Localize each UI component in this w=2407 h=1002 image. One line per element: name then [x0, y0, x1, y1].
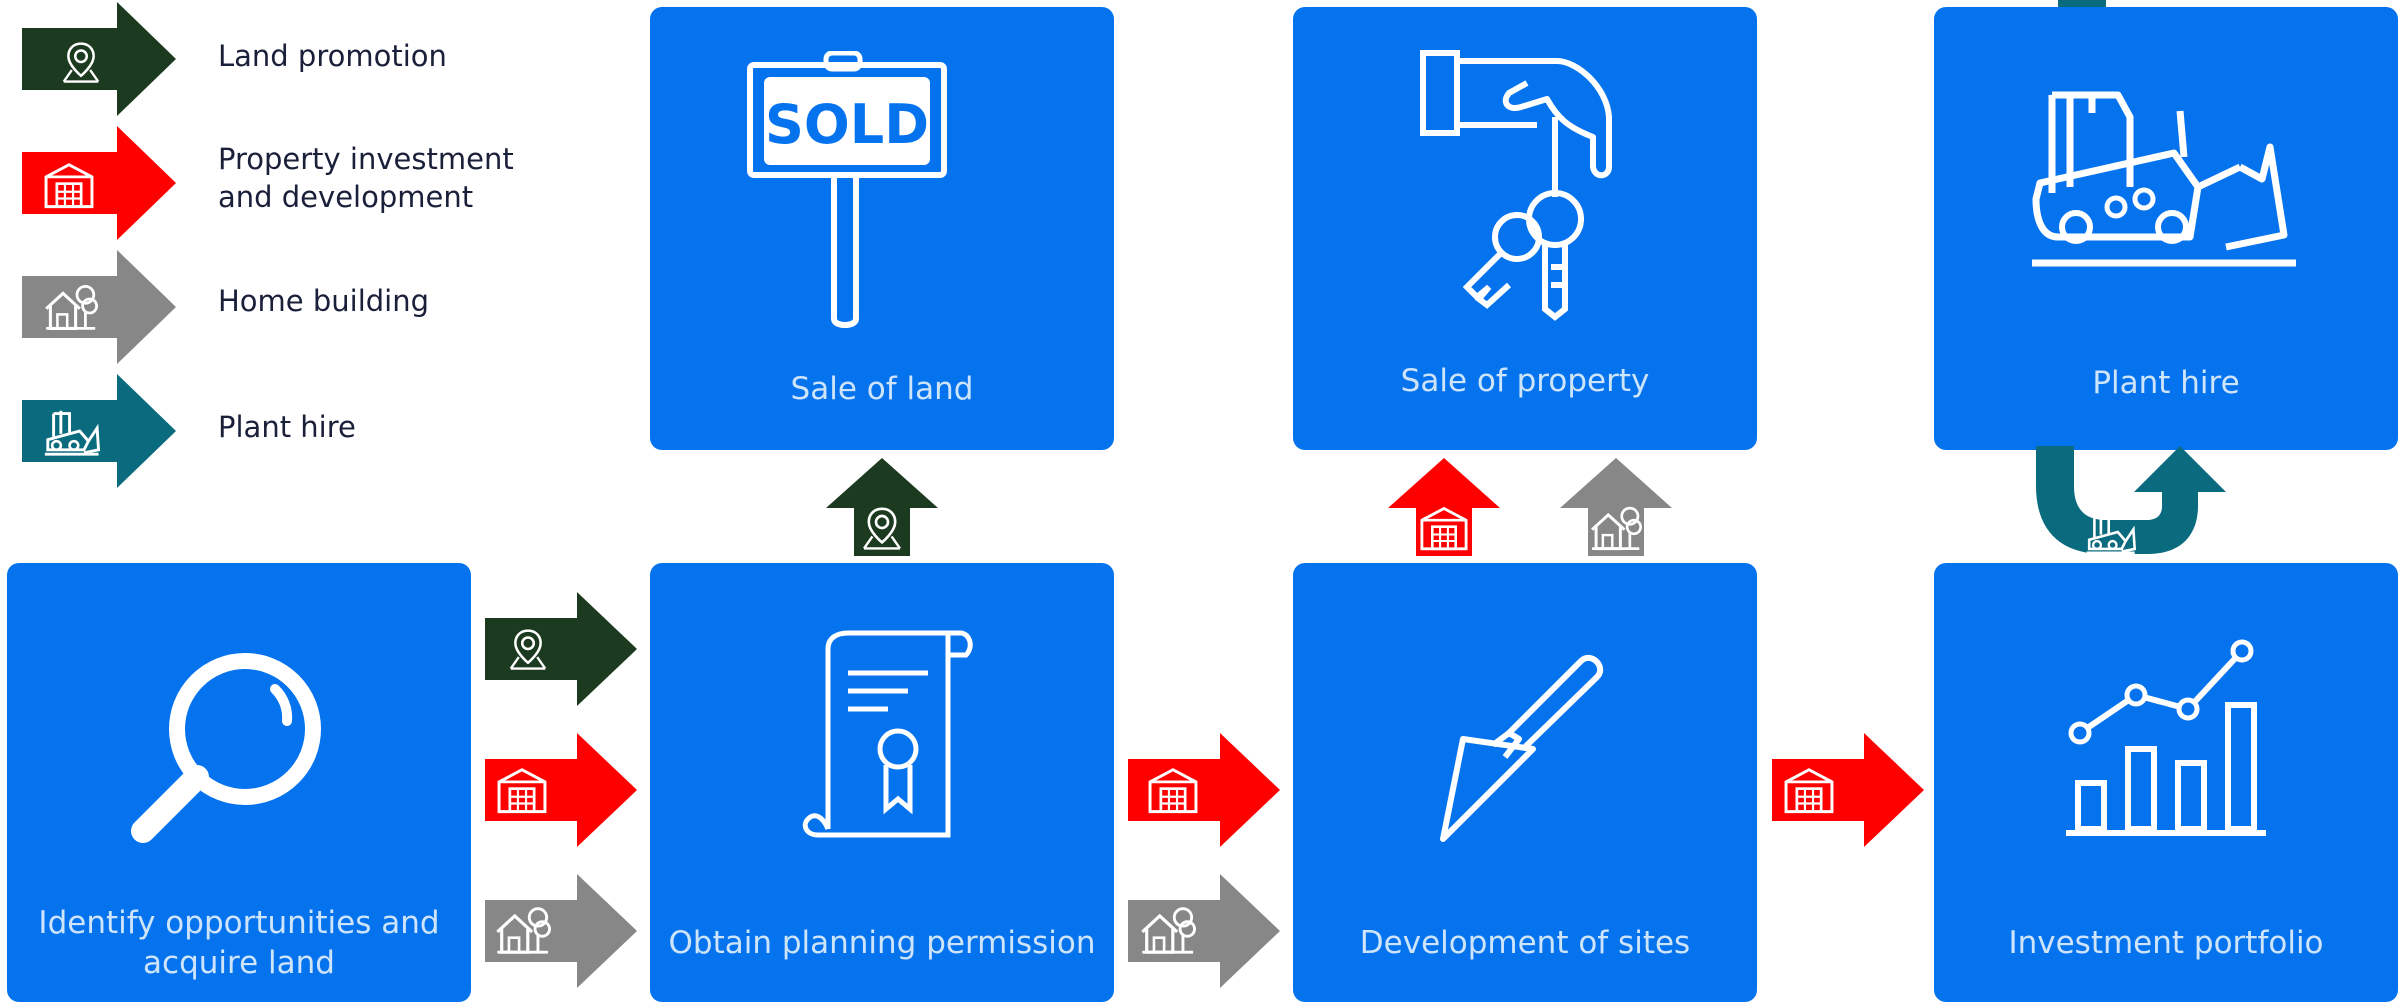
- arrow-plant-hire-loop: [2036, 446, 2226, 555]
- tile-portfolio-label: Investment portfolio: [2008, 925, 2324, 961]
- legend-arrow-home: [22, 250, 176, 364]
- magnifier-icon: [131, 653, 321, 843]
- tile-obtain-planning-permission: Obtain planning permission: [650, 563, 1114, 1002]
- tile-development-label: Development of sites: [1359, 925, 1691, 961]
- tile-sale-property-label: Sale of property: [1400, 363, 1650, 399]
- legend-label-home: Home building: [218, 284, 430, 318]
- legend-label-property-line1: Property investment: [218, 142, 514, 176]
- arrow-home-planning-to-development: [1128, 874, 1280, 988]
- arrow-land-identify-to-planning: [485, 592, 637, 706]
- legend-label-property: Property investment and development: [218, 140, 514, 216]
- tile-investment-portfolio: Investment portfolio: [1934, 563, 2398, 1002]
- arrow-home-identify-to-planning: [485, 874, 637, 988]
- tile-sale-land-label: Sale of land: [790, 371, 974, 407]
- sold-sign-text: SOLD: [765, 93, 929, 156]
- map-pin-icon: [862, 507, 902, 550]
- arrow-property-development-to-sale: [1388, 458, 1500, 556]
- arrow-land-planning-to-sale: [826, 458, 938, 556]
- legend-arrow-plant: [22, 374, 176, 488]
- tile-identify-label-line1: Identify opportunities and: [38, 905, 440, 941]
- bar-chart-icon: [2066, 639, 2266, 836]
- tile-plant-hire-label: Plant hire: [2092, 365, 2240, 401]
- tile-development-of-sites: Development of sites: [1293, 563, 1757, 1002]
- trowel-icon: [1440, 654, 1604, 842]
- arrow-property-identify-to-planning: [485, 733, 637, 847]
- legend-arrow-property: [22, 126, 176, 240]
- tile-sale-of-land: SOLD Sale of land: [650, 7, 1114, 450]
- legend-label-plant: Plant hire: [218, 410, 356, 444]
- sold-sign-icon: SOLD: [747, 51, 947, 328]
- arrow-property-development-to-portfolio: [1772, 733, 1924, 847]
- bulldozer-icon: [2032, 91, 2296, 267]
- tile-identify-acquire-land: Identify opportunities and acquire land: [7, 563, 471, 1002]
- tile-planning-label: Obtain planning permission: [668, 925, 1096, 961]
- hand-keys-icon: [1420, 50, 1612, 321]
- tile-plant-hire: Plant hire: [1934, 7, 2398, 450]
- legend-arrow-land: [22, 2, 176, 116]
- arrow-home-development-to-sale: [1560, 458, 1672, 556]
- tile-sale-of-property: Sale of property: [1293, 7, 1757, 450]
- legend-label-land: Land promotion: [218, 39, 447, 73]
- map-pin-icon: [62, 42, 100, 83]
- tile-identify-label: Identify opportunities and acquire land: [7, 903, 471, 983]
- certificate-scroll-icon: [802, 630, 973, 838]
- legend-label-property-line2: and development: [218, 180, 474, 214]
- map-pin-icon: [509, 629, 547, 670]
- tile-identify-label-line2: acquire land: [143, 945, 335, 981]
- arrow-property-planning-to-development: [1128, 733, 1280, 847]
- plant-loop-top-tail: [2058, 0, 2106, 7]
